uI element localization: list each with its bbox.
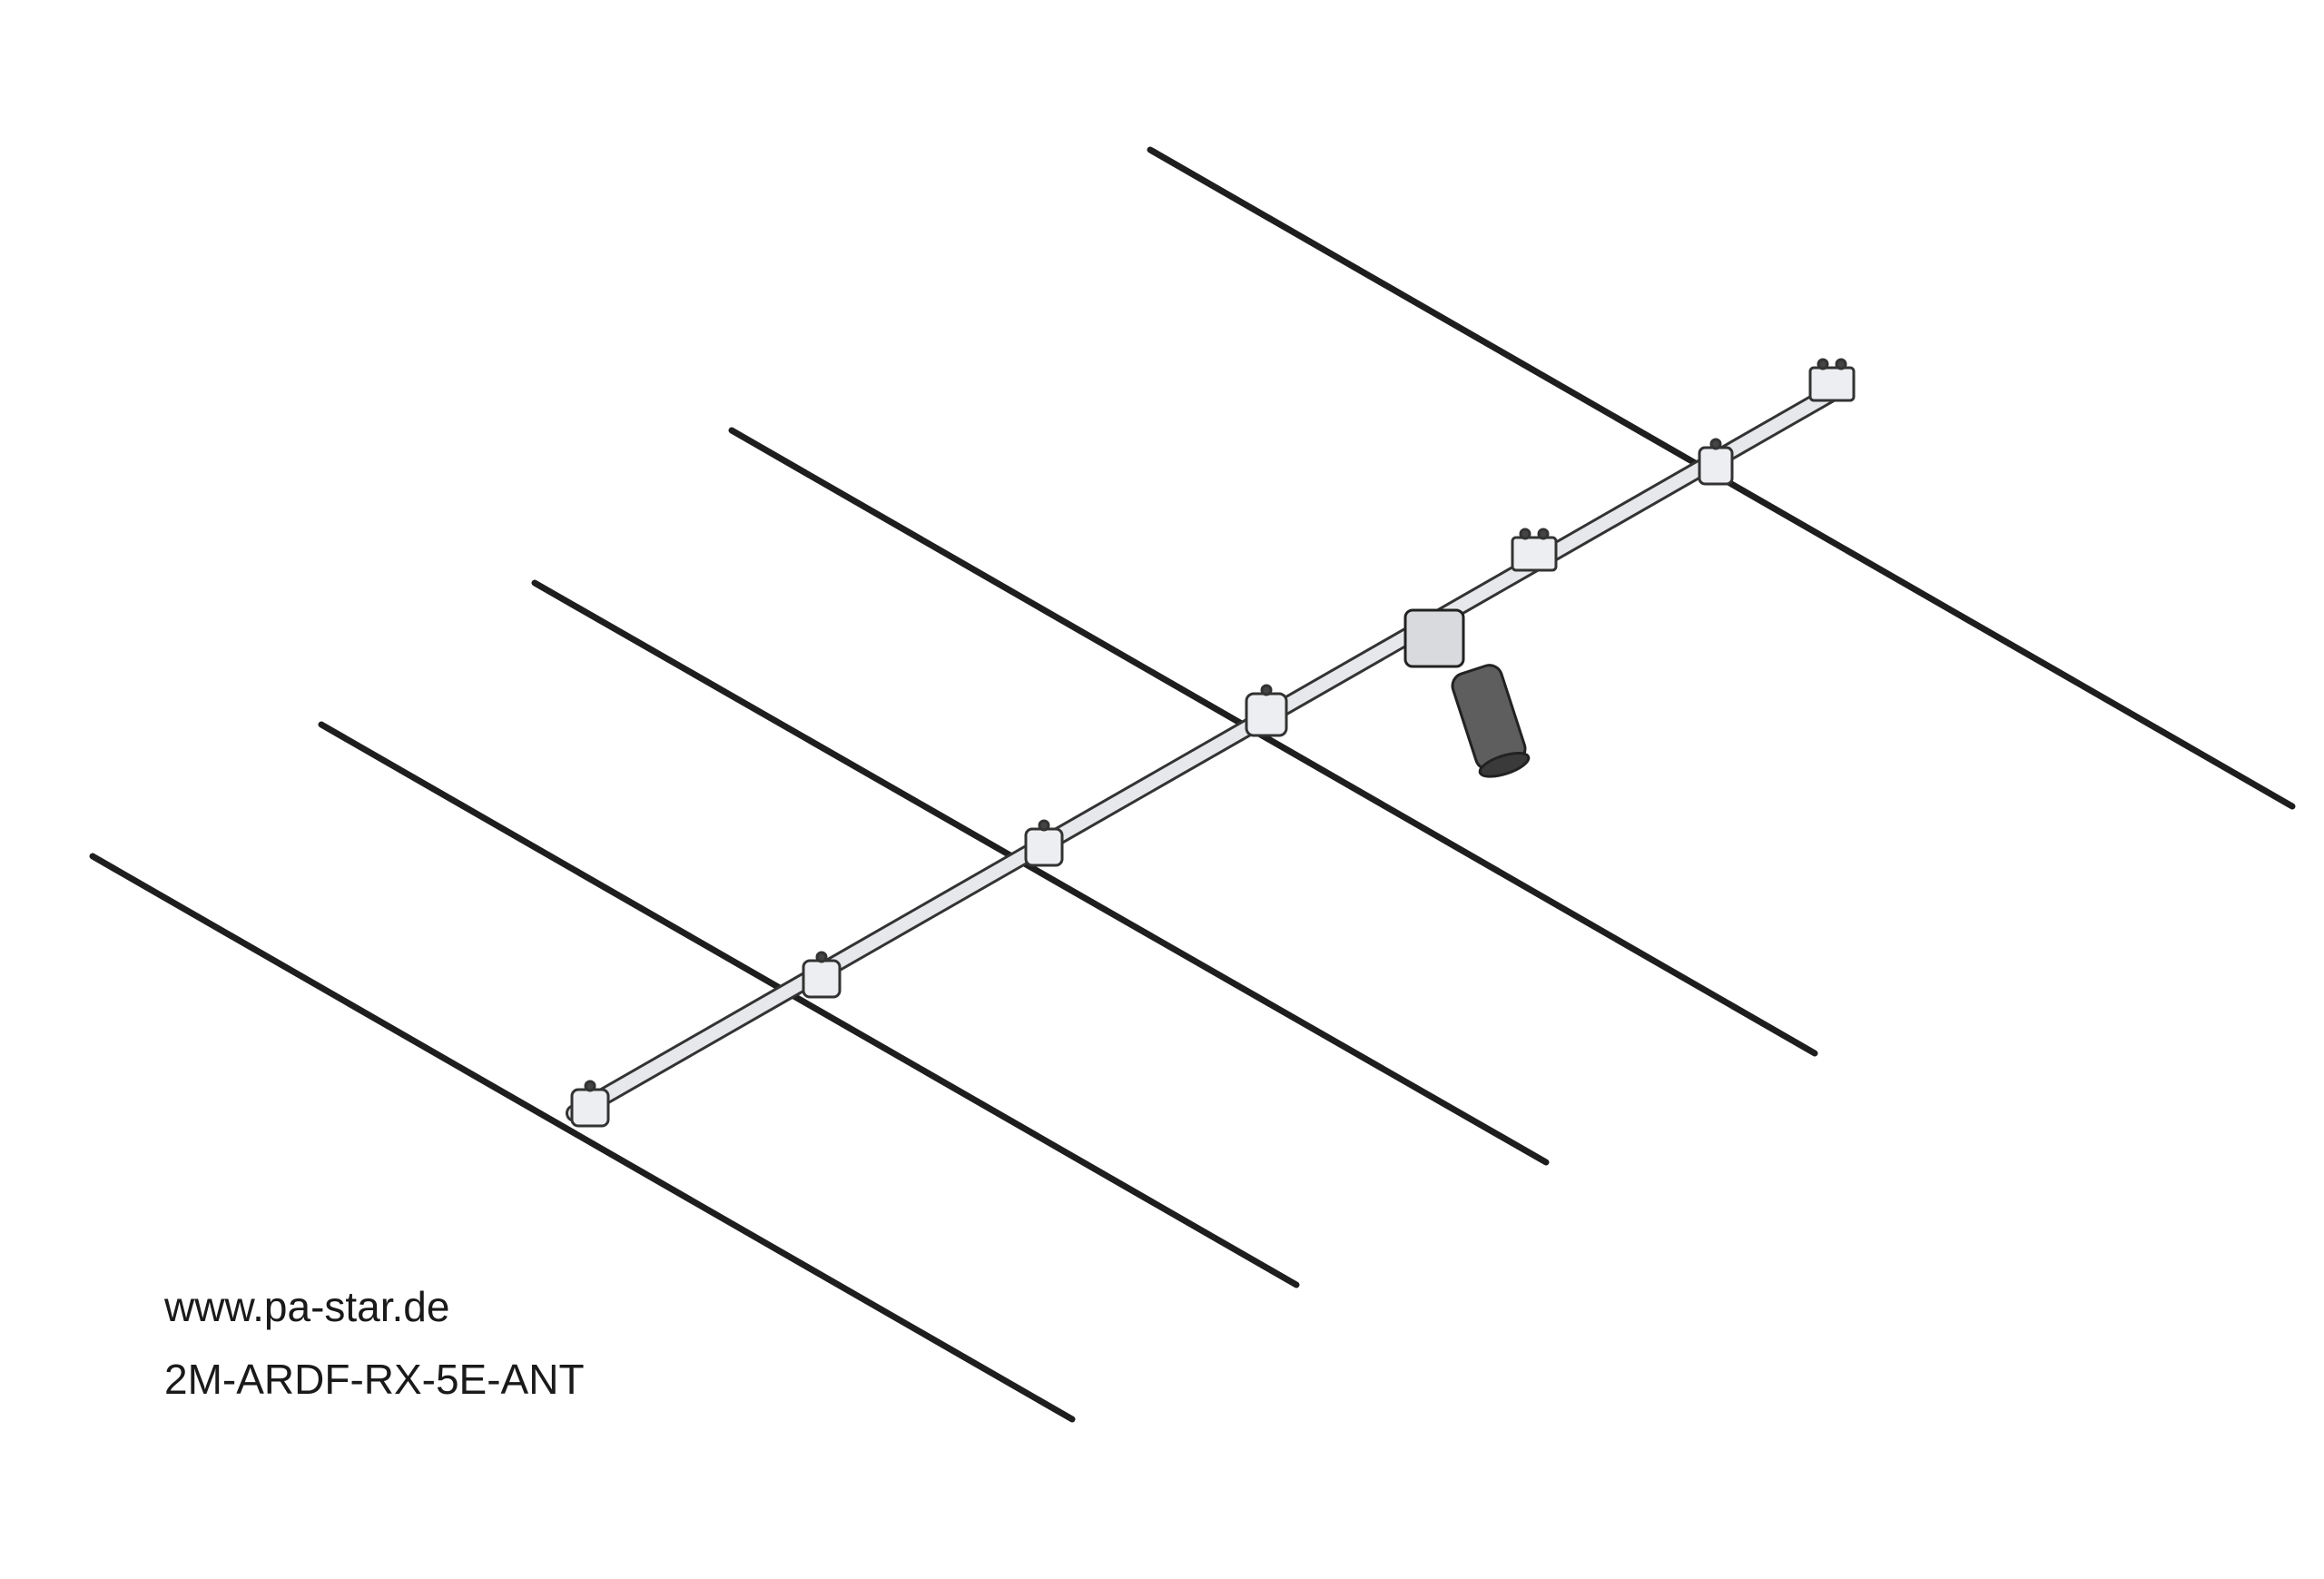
clamp	[570, 1080, 610, 1128]
website-label: www.pa-star.de	[164, 1283, 450, 1330]
element-5	[89, 853, 1076, 1423]
element-clamps	[570, 358, 1856, 1128]
part-number-label: 2M-ARDF-RX-5E-ANT	[164, 1356, 585, 1403]
clamp	[1024, 819, 1064, 867]
mount-block	[1511, 528, 1558, 572]
mount-block	[1808, 358, 1856, 402]
coax-connector	[1403, 608, 1531, 778]
element-4	[318, 721, 1300, 1288]
antenna-elements	[89, 146, 2296, 1423]
clamp	[1245, 684, 1288, 737]
element-2	[728, 427, 1818, 1057]
clamp	[1698, 438, 1734, 486]
clamp	[802, 951, 842, 999]
element-3	[531, 579, 1550, 1166]
boom	[566, 378, 1852, 1122]
